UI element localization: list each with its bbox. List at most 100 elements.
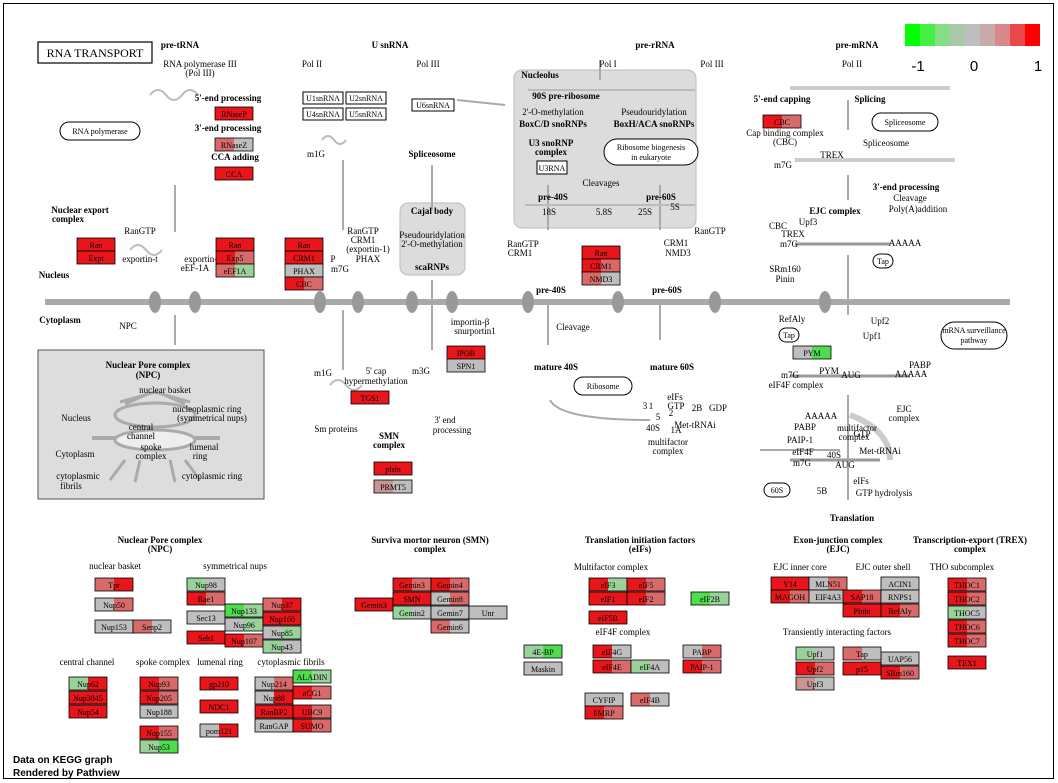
gene-node[interactable]: Nup53 [139, 739, 179, 754]
gene-node[interactable]: THOC6 [947, 619, 987, 634]
gene-node[interactable]: RanBP2 [254, 704, 294, 719]
gene-node[interactable]: eIF4E [592, 659, 632, 674]
gene-node[interactable]: Nup37 [262, 597, 302, 612]
pathway-link-bubble[interactable]: RNA polymerase [59, 121, 141, 141]
gene-node[interactable]: p15 [842, 661, 882, 676]
gene-node[interactable]: ACIN1 [880, 576, 920, 591]
gene-node[interactable]: Gemin2 [392, 605, 432, 620]
gene-node[interactable]: Tpr [94, 577, 134, 592]
gene-node[interactable]: SAP18 [842, 589, 882, 604]
gene-node[interactable]: Nup98 [186, 577, 226, 592]
gene-node[interactable]: Nup54 [68, 704, 108, 719]
gene-node[interactable]: Nup50 [94, 597, 134, 612]
pathway-link-bubble[interactable]: Tap [778, 327, 800, 343]
gene-node[interactable]: MAGOH [770, 589, 810, 604]
gene-node[interactable]: Nup205 [139, 690, 179, 705]
gene-node[interactable]: Nup155 [139, 725, 179, 740]
gene-node[interactable]: Unr [468, 605, 508, 620]
gene-node[interactable]: SUMO [292, 718, 332, 733]
gene-node[interactable]: Gemin3 [392, 577, 432, 592]
gene-node[interactable]: Y14 [770, 576, 810, 591]
gene-node[interactable]: SPN1 [446, 358, 486, 373]
gene-node[interactable]: RanGAP [254, 718, 294, 733]
gene-node[interactable]: PRMT5 [373, 479, 413, 494]
gene-node[interactable]: Nup88 [254, 690, 294, 705]
gene-node[interactable]: CRM1 [284, 250, 324, 265]
gene-node[interactable]: Nup62 [68, 676, 108, 691]
gene-node[interactable]: Maskin [523, 661, 563, 676]
gene-node[interactable]: CYFIP [584, 692, 624, 707]
gene-node[interactable]: eEF1A [215, 263, 255, 278]
gene-node[interactable]: THOC2 [947, 591, 987, 606]
gene-node[interactable]: Ran [76, 237, 116, 252]
gene-node[interactable]: Nup93 [139, 676, 179, 691]
gene-node[interactable]: PYM [792, 345, 832, 360]
gene-node[interactable]: eIF4B [630, 692, 670, 707]
gene-node[interactable]: Nup188 [139, 704, 179, 719]
gene-node[interactable]: Expt [76, 250, 116, 265]
gene-node[interactable]: SMN [392, 591, 432, 606]
gene-node[interactable]: TGS1 [350, 390, 390, 405]
gene-node[interactable]: Nup3845 [68, 690, 108, 705]
gene-node[interactable]: Nup133 [224, 603, 264, 618]
gene-node[interactable]: Sec13 [186, 610, 226, 625]
gene-node[interactable]: eIF3 [588, 577, 628, 592]
gene-node[interactable]: RNaseZ [214, 137, 254, 152]
gene-node[interactable]: UBC9 [292, 704, 332, 719]
gene-node[interactable]: pom121 [199, 723, 239, 738]
gene-node[interactable]: Tap [842, 646, 882, 661]
gene-node[interactable]: Upf3 [795, 676, 835, 691]
gene-node[interactable]: Seh1 [186, 630, 226, 645]
gene-node[interactable]: Ran [215, 237, 255, 252]
gene-node[interactable]: EIF4A3 [808, 589, 848, 604]
gene-node[interactable]: Upf2 [795, 661, 835, 676]
gene-node[interactable]: Gemin4 [430, 577, 470, 592]
gene-node[interactable]: UAP56 [880, 651, 920, 666]
gene-node[interactable]: aCG1 [292, 685, 332, 700]
gene-node[interactable]: Nup43 [262, 639, 302, 654]
gene-node[interactable]: Rae1 [186, 591, 226, 606]
gene-node[interactable]: eIF4A [630, 659, 670, 674]
gene-node[interactable]: Nup96 [224, 617, 264, 632]
gene-node[interactable]: ALADIN [292, 669, 332, 684]
gene-node[interactable]: CCA [214, 166, 254, 181]
gene-node[interactable]: eIF2B [690, 591, 730, 606]
gene-node[interactable]: eIF1 [588, 591, 628, 606]
gene-node[interactable]: CBC [284, 276, 324, 291]
gene-node[interactable]: eIF5 [626, 577, 666, 592]
pathway-link-bubble[interactable]: Ribosome [573, 376, 633, 396]
gene-node[interactable]: MLN51 [808, 576, 848, 591]
gene-node[interactable]: eIF4G [592, 644, 632, 659]
gene-node[interactable]: CBC [762, 114, 802, 129]
gene-node[interactable]: CRM1 [581, 258, 621, 273]
gene-node[interactable]: FMRP [584, 705, 624, 720]
gene-node[interactable]: Upf1 [795, 646, 835, 661]
gene-node[interactable]: IPOB [446, 345, 486, 360]
gene-node[interactable]: Nup153 [94, 619, 134, 634]
gene-node[interactable]: THOC7 [947, 633, 987, 648]
gene-node[interactable]: eIF5B [588, 610, 628, 625]
gene-node[interactable]: Senp2 [132, 619, 172, 634]
pathway-link-bubble[interactable]: 60S [763, 482, 791, 498]
gene-node[interactable]: THOC1 [947, 577, 987, 592]
gene-node[interactable]: Gemin6 [430, 619, 470, 634]
gene-node[interactable]: Pinin [842, 603, 882, 618]
pathway-link-bubble[interactable]: Spliceosome [871, 112, 939, 132]
gene-node[interactable]: Exp5 [215, 250, 255, 265]
gene-node[interactable]: eIF2 [626, 591, 666, 606]
gene-node[interactable]: Nup85 [262, 625, 302, 640]
gene-node[interactable]: RNaseP [214, 106, 254, 121]
gene-node[interactable]: TEX1 [947, 655, 987, 670]
gene-node[interactable]: RefAly [880, 603, 920, 618]
gene-node[interactable]: PAIP-1 [682, 659, 722, 674]
gene-node[interactable]: Nup107 [224, 633, 264, 648]
gene-node[interactable]: PABP [682, 644, 722, 659]
gene-node[interactable]: PHAX [284, 263, 324, 278]
gene-node[interactable]: Nup214 [254, 676, 294, 691]
gene-node[interactable]: Gemin3 [354, 597, 394, 612]
gene-node[interactable]: NMD3 [581, 271, 621, 286]
gene-node[interactable]: Ran [284, 237, 324, 252]
pathway-link-bubble[interactable]: Tap [872, 253, 894, 269]
